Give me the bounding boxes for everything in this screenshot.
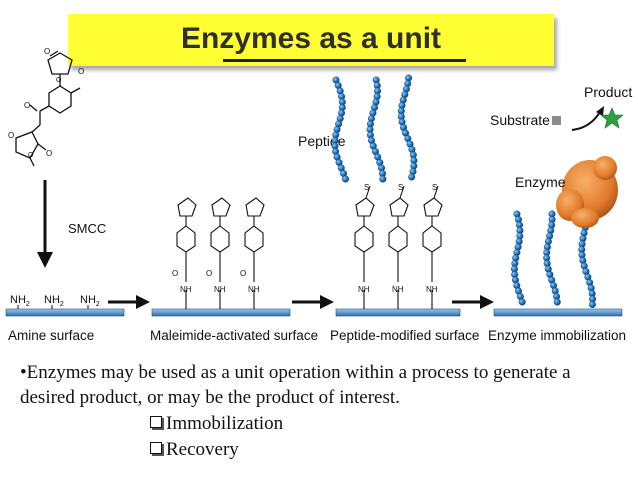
reaction-arrow bbox=[571, 111, 601, 131]
svg-text:O: O bbox=[8, 131, 14, 140]
body-paragraph: •Enzymes may be used as a unit operation… bbox=[20, 362, 571, 408]
svg-text:O: O bbox=[172, 269, 178, 278]
surface-label-maleimide: Maleimide-activated surface bbox=[150, 328, 319, 343]
peptide-bead bbox=[341, 175, 349, 183]
enzyme-peptide-bead bbox=[518, 298, 526, 306]
title-underline bbox=[223, 59, 466, 62]
bullet-item-recovery: Recovery bbox=[150, 439, 239, 461]
peptide-bead bbox=[379, 175, 387, 183]
checkbox-bullet-icon bbox=[150, 442, 162, 454]
svg-text:S: S bbox=[432, 183, 437, 192]
peptide-surface-bar bbox=[335, 308, 461, 317]
smcc-atoms: O O O O O O O bbox=[8, 47, 84, 159]
svg-text:O: O bbox=[206, 269, 212, 278]
maleimide-surface-bar bbox=[151, 308, 291, 317]
svg-text:O: O bbox=[56, 77, 62, 84]
product-star-icon bbox=[600, 107, 624, 129]
enzyme-surface-bar bbox=[493, 308, 623, 317]
down-arrow bbox=[37, 180, 53, 268]
svg-text:NH: NH bbox=[358, 285, 370, 294]
svg-text:O: O bbox=[78, 67, 84, 76]
enzyme-peptide-bead bbox=[588, 301, 596, 309]
svg-text:O: O bbox=[44, 47, 50, 56]
svg-text:NH: NH bbox=[426, 285, 438, 294]
checkbox-bullet-icon bbox=[150, 416, 162, 428]
svg-text:O: O bbox=[24, 101, 30, 110]
peptide-chains bbox=[331, 74, 418, 183]
enzyme-peptide-bead bbox=[553, 298, 561, 306]
immobilization-diagram: O O O O O O O SMCC NH2 NH2 NH2 bbox=[5, 47, 632, 317]
arrow-1 bbox=[108, 295, 150, 309]
title-banner: Enzymes as a unit bbox=[68, 14, 554, 66]
reaction-arrowhead bbox=[596, 106, 604, 116]
peptide-linkers bbox=[354, 185, 443, 309]
peptide-atoms: NH NH NH S S S bbox=[358, 183, 438, 294]
maleimide-atoms: NH NH NH O O O bbox=[172, 269, 260, 294]
svg-text:NH2: NH2 bbox=[80, 294, 100, 308]
amine-groups: NH2 NH2 NH2 bbox=[10, 294, 100, 309]
amine-surface-bar bbox=[5, 308, 125, 317]
svg-text:S: S bbox=[364, 183, 369, 192]
page-title: Enzymes as a unit bbox=[180, 22, 442, 55]
svg-text:NH: NH bbox=[180, 285, 192, 294]
enzyme-blob bbox=[556, 156, 618, 228]
svg-text:O: O bbox=[28, 152, 34, 159]
svg-text:NH2: NH2 bbox=[10, 294, 30, 308]
substrate-label: Substrate bbox=[490, 112, 550, 128]
svg-text:NH: NH bbox=[214, 285, 226, 294]
surface-label-peptide: Peptide-modified surface bbox=[330, 328, 480, 343]
arrow-3 bbox=[452, 295, 494, 309]
svg-text:S: S bbox=[398, 183, 403, 192]
surface-label-amine: Amine surface bbox=[8, 328, 95, 343]
enzyme-label: Enzyme bbox=[515, 174, 566, 190]
maleimide-linkers bbox=[176, 197, 265, 309]
smcc-molecule bbox=[15, 50, 81, 167]
substrate-square bbox=[552, 116, 561, 125]
smcc-label: SMCC bbox=[68, 221, 106, 236]
peptide-bead bbox=[408, 173, 416, 181]
svg-text:NH: NH bbox=[392, 285, 404, 294]
bullet-item-immobilization: Immobilization bbox=[150, 413, 283, 435]
arrow-2 bbox=[292, 295, 334, 309]
svg-text:NH: NH bbox=[248, 285, 260, 294]
surface-label-enzyme: Enzyme immobilization bbox=[488, 328, 627, 343]
svg-text:O: O bbox=[240, 269, 246, 278]
product-label: Product bbox=[584, 84, 632, 100]
svg-text:O: O bbox=[46, 149, 52, 158]
svg-text:NH2: NH2 bbox=[44, 294, 64, 308]
